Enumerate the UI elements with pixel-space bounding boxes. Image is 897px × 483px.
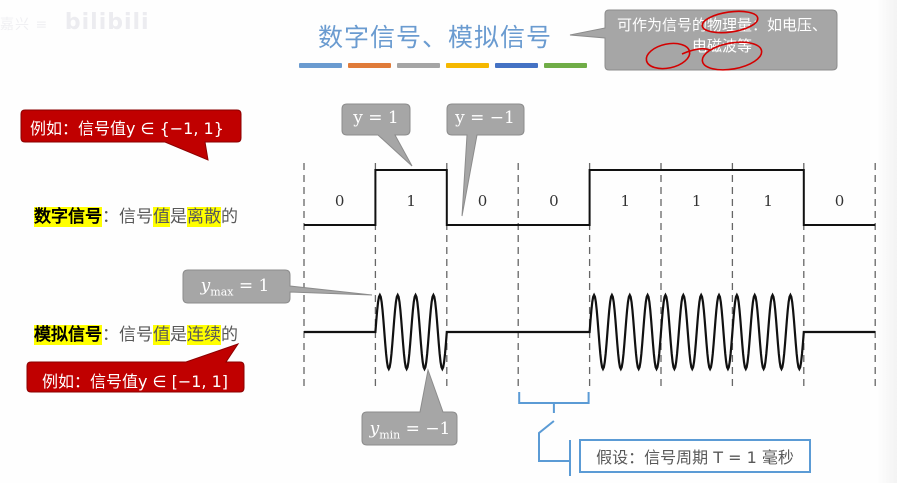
bit-label: 0 [835, 192, 845, 210]
label-text: 的 [221, 325, 238, 345]
digital-signal-label: 数字信号：信号值是离散的 [34, 202, 238, 227]
highlight-value: 值 [153, 207, 170, 227]
analog-example-text: 例如：信号值y ∈ [−1, 1] [42, 372, 229, 391]
highlight-value: 值 [153, 325, 170, 345]
label-text: ：信号 [102, 207, 153, 227]
color-bar-1 [348, 63, 391, 68]
analog-example-callout-shape [26, 343, 245, 393]
y-high-callout-text: y = 1 [353, 108, 399, 128]
bilibili-logo: bilibili [64, 10, 150, 35]
bit-label: 0 [335, 192, 345, 210]
title-color-bars [299, 63, 587, 68]
color-bar-0 [299, 63, 342, 68]
label-text: 是 [170, 207, 187, 227]
analog-signal-term: 模拟信号 [34, 325, 102, 345]
label-text: 是 [170, 325, 187, 345]
y-high-callout [341, 103, 413, 167]
label-text: ：信号 [102, 325, 153, 345]
pen-annotation-circles [645, 10, 763, 71]
y-low-callout [446, 103, 525, 217]
y-symbol: y [200, 276, 211, 296]
period-bracket [518, 392, 590, 413]
color-bar-4 [495, 63, 538, 68]
bit-label: 1 [406, 192, 416, 210]
analog-waveform [304, 292, 876, 372]
watermark-left-text: 嘉兴 ≡ [0, 17, 49, 33]
pen-circle-em-wave [701, 41, 763, 71]
y-symbol: y [369, 419, 380, 439]
color-bar-2 [397, 63, 440, 68]
pen-circle-physical [701, 10, 759, 34]
label-text: 的 [221, 207, 238, 227]
color-bar-3 [446, 63, 489, 68]
highlight-discrete: 离散 [187, 207, 221, 227]
y-max-callout-text: ymax = 1 [185, 276, 285, 298]
bit-label: 1 [692, 192, 702, 210]
color-bar-5 [544, 63, 587, 68]
watermark: 嘉兴 ≡ bilibili [0, 10, 150, 35]
physical-callout-shape [569, 9, 838, 71]
analog-signal-label: 模拟信号：信号值是连续的 [34, 320, 238, 345]
pen-connector [681, 47, 711, 55]
period-bracket-connector [538, 420, 571, 476]
bit-label: 0 [549, 192, 559, 210]
bit-label: 0 [478, 192, 488, 210]
equals-one: = 1 [233, 276, 270, 296]
digital-waveform [304, 169, 876, 226]
right-edge-shade [877, 0, 897, 483]
y-max-callout [182, 269, 373, 304]
equals-minus-one: = −1 [400, 419, 451, 439]
y-min-callout [361, 368, 458, 446]
digital-example-callout-shape [20, 109, 242, 161]
y-min-callout-text: ymin = −1 [364, 419, 456, 441]
period-assumption-box: 假设：信号周期 T = 1 毫秒 [579, 439, 811, 473]
digital-signal-term: 数字信号 [34, 207, 102, 227]
digital-example-text: 例如：信号值y ∈ {−1, 1} [30, 119, 224, 138]
bit-label: 1 [621, 192, 631, 210]
subscript-max: max [210, 285, 234, 299]
bit-label: 1 [763, 192, 773, 210]
highlight-continuous: 连续 [187, 325, 221, 345]
y-low-callout-text: y = −1 [455, 108, 515, 128]
subscript-min: min [379, 428, 401, 442]
slide-title: 数字信号、模拟信号 [318, 23, 553, 52]
